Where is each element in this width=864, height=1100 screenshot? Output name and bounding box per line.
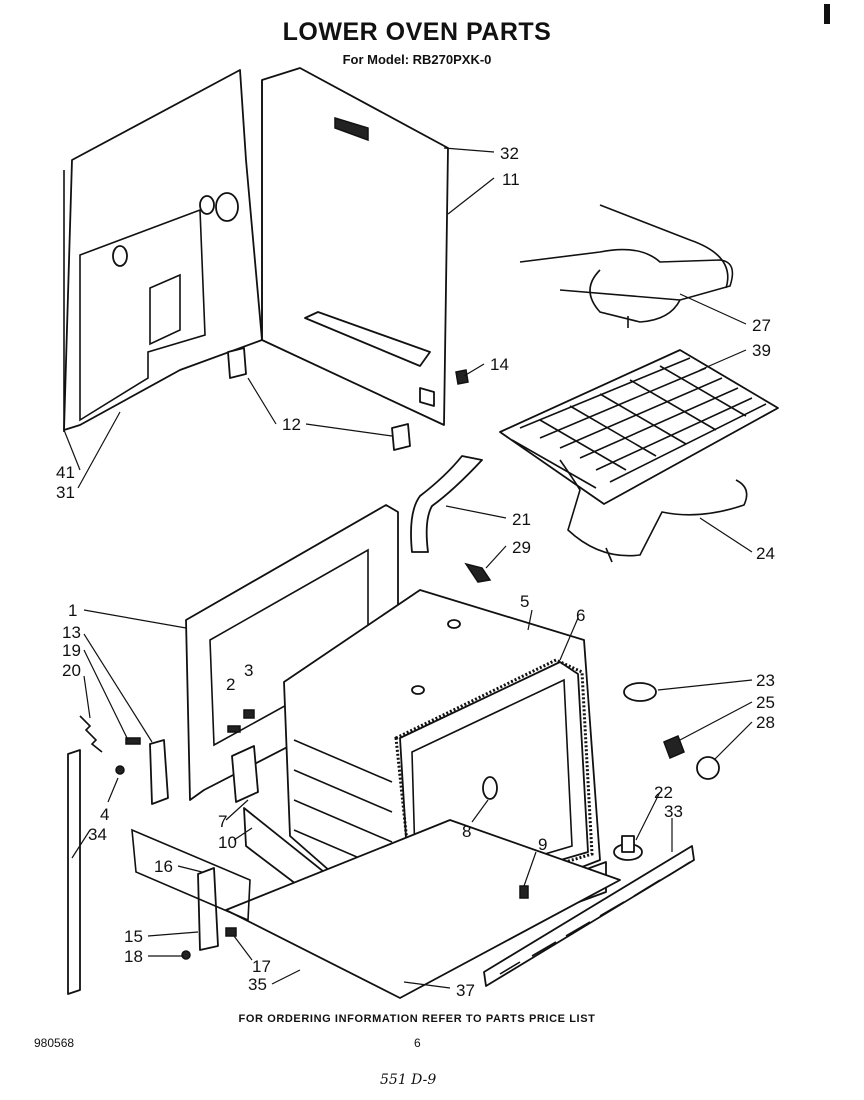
spring-20 (79, 715, 103, 753)
washer-4 (115, 765, 125, 775)
callout-18: 18 (124, 947, 143, 966)
callout-21: 21 (512, 510, 531, 529)
scan-corner-mark (824, 4, 830, 24)
clip-14 (455, 369, 469, 385)
vent-tube (410, 455, 483, 553)
callout-27: 25 (756, 693, 775, 712)
callout-2: 2 (226, 675, 235, 694)
back-insulation-panel (63, 69, 263, 432)
callout-3: 3 (244, 661, 253, 680)
light-lens (623, 682, 657, 702)
light-bulb (696, 756, 720, 780)
model-subtitle: For Model: RB270PXK-0 (342, 52, 492, 67)
callout-9: 9 (538, 835, 547, 854)
broil-element (519, 204, 734, 328)
callout-12: 12 (282, 415, 301, 434)
callout-13: 13 (62, 623, 81, 642)
door-gasket (394, 658, 594, 910)
handwritten-note: 551 D-9 (380, 1072, 437, 1088)
callout-11: 11 (502, 170, 520, 189)
callout-1: 1 (68, 601, 77, 620)
bake-element (559, 459, 748, 563)
ordering-note: FOR ORDERING INFORMATION REFER TO PARTS … (238, 1013, 596, 1025)
callout-4: 4 (100, 805, 109, 824)
leader-lines (63, 147, 753, 989)
bottom-tray (225, 819, 621, 999)
hinge-upper (149, 739, 169, 805)
callout-16: 16 (154, 857, 173, 876)
callout-7: 7 (218, 812, 227, 831)
callout-8: 8 (462, 822, 471, 841)
hinge-lower (131, 828, 251, 951)
clip-9 (519, 885, 529, 899)
oven-rack (499, 349, 779, 505)
callout-31: 31 (56, 483, 75, 502)
bracket-12-upper (227, 347, 247, 379)
callout-17: 17 (252, 957, 271, 976)
kick-panel (483, 845, 695, 987)
washer-18 (181, 950, 191, 960)
burner-venturi (613, 835, 643, 861)
rear-panel (261, 67, 449, 426)
screw-2 (227, 725, 241, 733)
callout-34: 33 (664, 802, 683, 821)
document-number: 980568 (34, 1036, 75, 1050)
screw-3 (243, 709, 255, 719)
callout-28: 28 (756, 713, 775, 732)
callout-41: 41 (56, 463, 75, 482)
callout-39: 39 (752, 341, 771, 360)
callout-5: 5 (520, 592, 529, 611)
callout-35: 35 (248, 975, 267, 994)
oven-sensor (464, 562, 492, 583)
side-trim (67, 749, 81, 995)
callout-37: 37 (456, 981, 475, 1000)
callout-29: 29 (512, 538, 531, 557)
bracket-7 (231, 745, 259, 803)
callout-19: 19 (62, 641, 81, 660)
callout-32: 32 (500, 144, 519, 163)
callout-6: 6 (576, 606, 585, 625)
callout-23: 23 (756, 671, 775, 690)
callout-25: 27 (752, 316, 771, 335)
light-socket (663, 735, 685, 759)
callout-14: 14 (490, 355, 509, 374)
bracket-12-lower (391, 423, 411, 451)
callout-20: 20 (62, 661, 81, 680)
callout-24: 24 (756, 544, 775, 563)
callout-33: 34 (88, 825, 107, 844)
callout-22: 22 (654, 783, 673, 802)
page-number: 6 (414, 1036, 421, 1050)
callout-15: 15 (124, 927, 143, 946)
page-title: LOWER OVEN PARTS (282, 18, 552, 46)
pin-19 (125, 737, 141, 745)
callout-10: 10 (218, 833, 237, 852)
screw-17 (225, 927, 237, 937)
